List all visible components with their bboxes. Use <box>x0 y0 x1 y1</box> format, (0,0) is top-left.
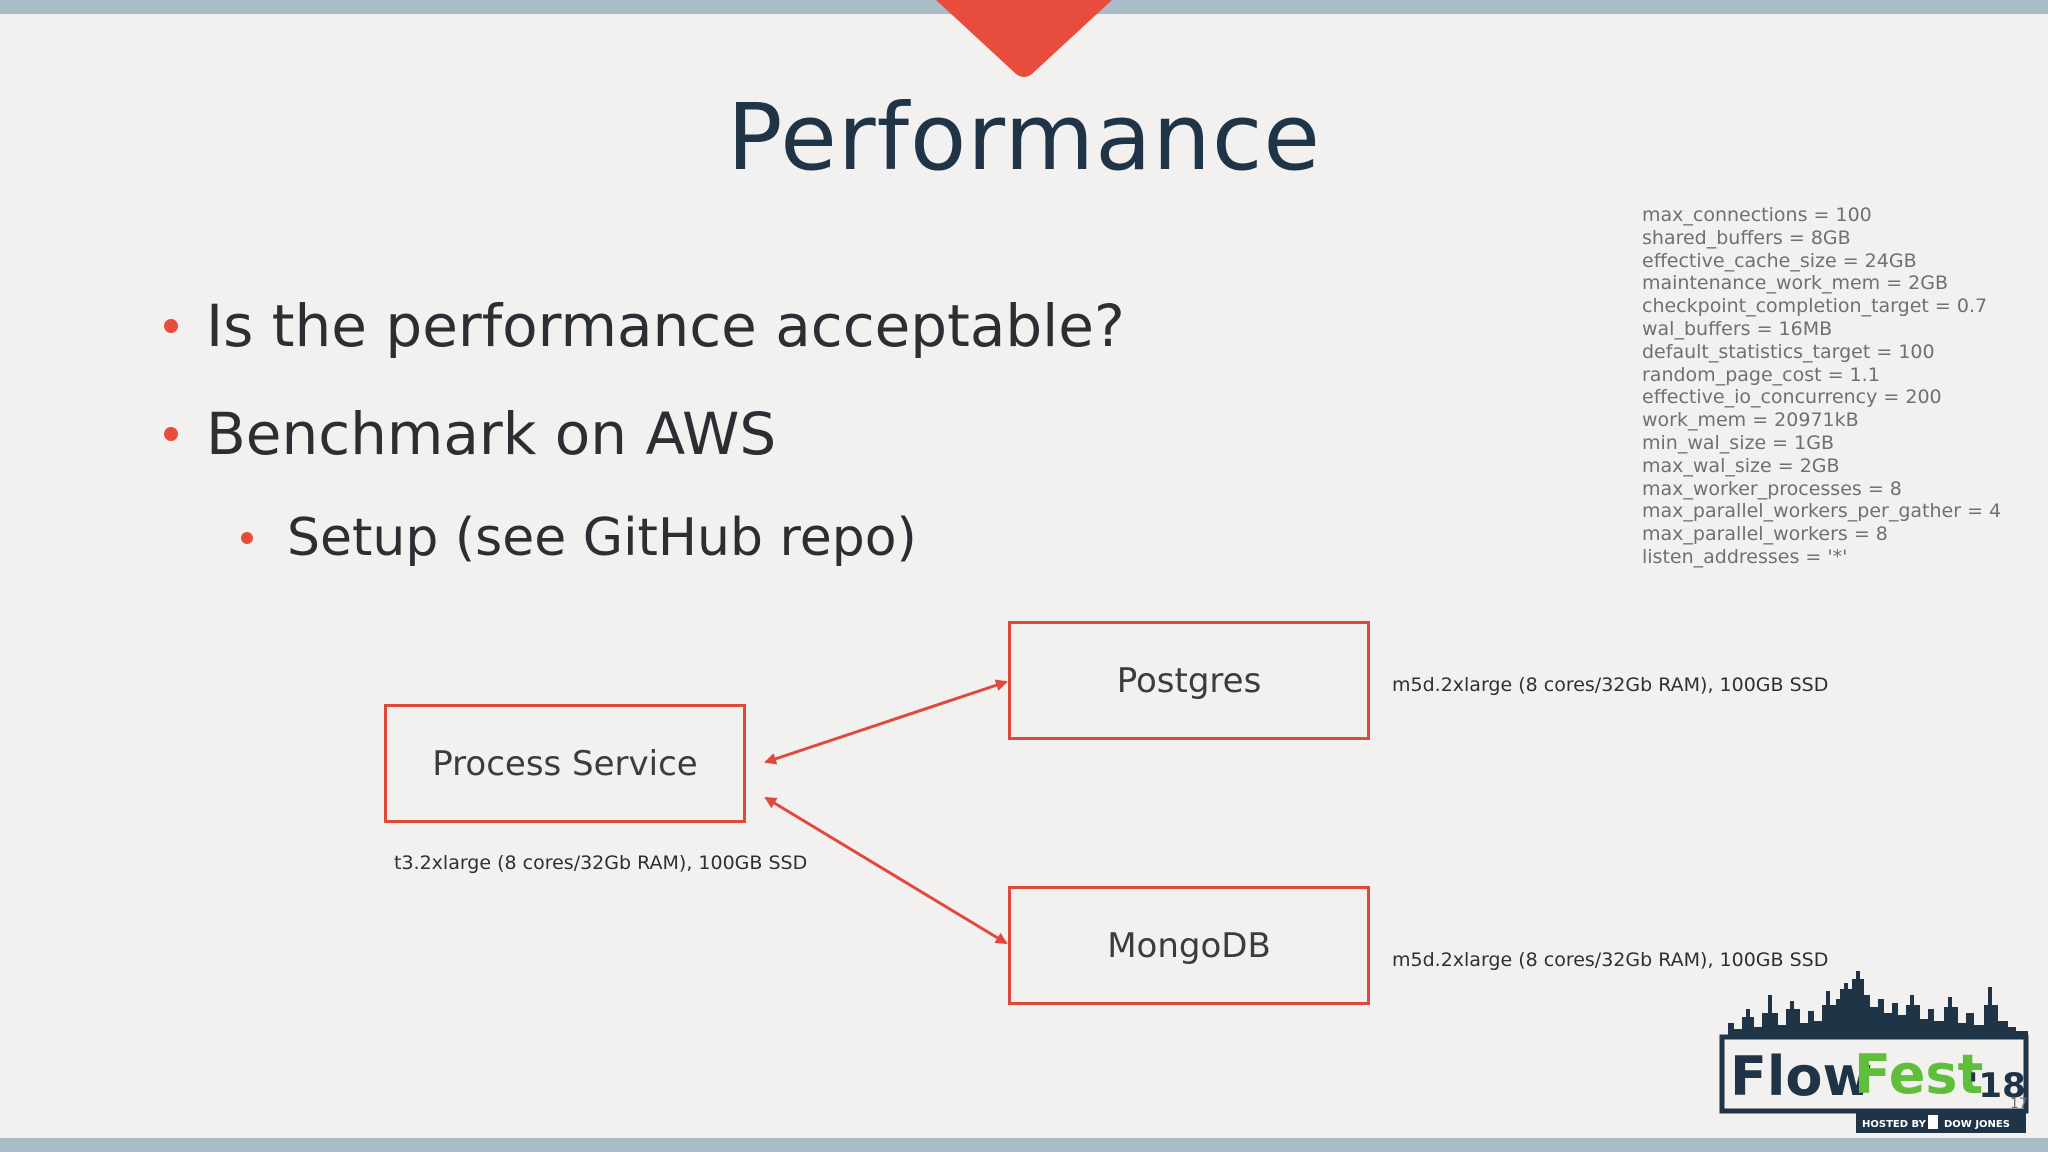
bullet-dot-icon <box>164 319 178 333</box>
bullet-item: Benchmark on AWS <box>164 400 776 468</box>
logo-text-year: '18 <box>1968 1066 2026 1106</box>
flowfest-logo: Flow Fest '18 HOSTED BY DOW JONES <box>1719 971 2029 1133</box>
sponsor-text: DOW JONES <box>1944 1119 2010 1130</box>
config-line: default_statistics_target = 100 <box>1642 340 1935 363</box>
config-line: max_wal_size = 2GB <box>1642 454 1840 477</box>
postgres-config-list: max_connections = 100 shared_buffers = 8… <box>1642 204 2001 569</box>
logo-text-fest: Fest <box>1854 1043 1983 1106</box>
process-service-label: Process Service <box>432 743 698 784</box>
config-line: max_worker_processes = 8 <box>1642 477 1902 500</box>
city-skyline-icon <box>1720 971 2028 1039</box>
hosted-by-text: HOSTED BY <box>1862 1119 1927 1130</box>
config-line: max_parallel_workers_per_gather = 4 <box>1642 500 2002 523</box>
page-number: 17 <box>2010 1096 2028 1112</box>
postgres-box: Postgres <box>1008 621 1370 740</box>
arrow-process-postgres <box>764 679 1008 765</box>
config-line: checkpoint_completion_target = 0.7 <box>1642 295 1988 318</box>
bullet-dot-icon <box>241 532 253 544</box>
process-service-box: Process Service <box>384 704 746 823</box>
bullet-text: Benchmark on AWS <box>206 400 777 468</box>
bullet-text: Is the performance acceptable? <box>206 292 1125 360</box>
bullet-item: Is the performance acceptable? <box>164 292 1125 360</box>
postgres-label: Postgres <box>1116 660 1262 701</box>
config-line: max_connections = 100 <box>1642 204 1872 226</box>
config-line: work_mem = 20971kB <box>1642 409 1859 432</box>
config-line: shared_buffers = 8GB <box>1642 226 1851 249</box>
sub-bullet-item: Setup (see GitHub repo) <box>241 508 917 568</box>
postgres-spec: m5d.2xlarge (8 cores/32Gb RAM), 100GB SS… <box>1392 674 1829 696</box>
logo-frame <box>1719 1034 2029 1114</box>
config-line: listen_addresses = '*' <box>1642 545 1848 568</box>
slide-title: Performance <box>727 84 1321 191</box>
config-line: random_page_cost = 1.1 <box>1642 363 1880 386</box>
process-service-spec: t3.2xlarge (8 cores/32Gb RAM), 100GB SSD <box>394 852 808 874</box>
mongodb-box: MongoDB <box>1008 886 1370 1005</box>
triangle-marker-icon <box>936 0 1112 77</box>
mongodb-label: MongoDB <box>1107 925 1271 966</box>
dow-jones-mark-icon <box>1928 1115 1938 1129</box>
config-line: effective_cache_size = 24GB <box>1642 249 1917 272</box>
arrow-process-mongodb <box>764 796 1008 945</box>
config-line: min_wal_size = 1GB <box>1642 431 1834 454</box>
logo-text-flow: Flow <box>1730 1045 1872 1108</box>
bottom-border-bar <box>0 1138 2048 1152</box>
hosted-by-bar <box>1856 1111 2026 1133</box>
config-line: max_parallel_workers = 8 <box>1642 523 1888 546</box>
sub-bullet-text: Setup (see GitHub repo) <box>287 508 917 568</box>
config-line: effective_io_concurrency = 200 <box>1642 386 1942 409</box>
config-line: maintenance_work_mem = 2GB <box>1642 272 1949 295</box>
bullet-dot-icon <box>164 427 178 441</box>
mongodb-spec: m5d.2xlarge (8 cores/32Gb RAM), 100GB SS… <box>1392 949 1829 971</box>
config-line: wal_buffers = 16MB <box>1642 317 1833 340</box>
